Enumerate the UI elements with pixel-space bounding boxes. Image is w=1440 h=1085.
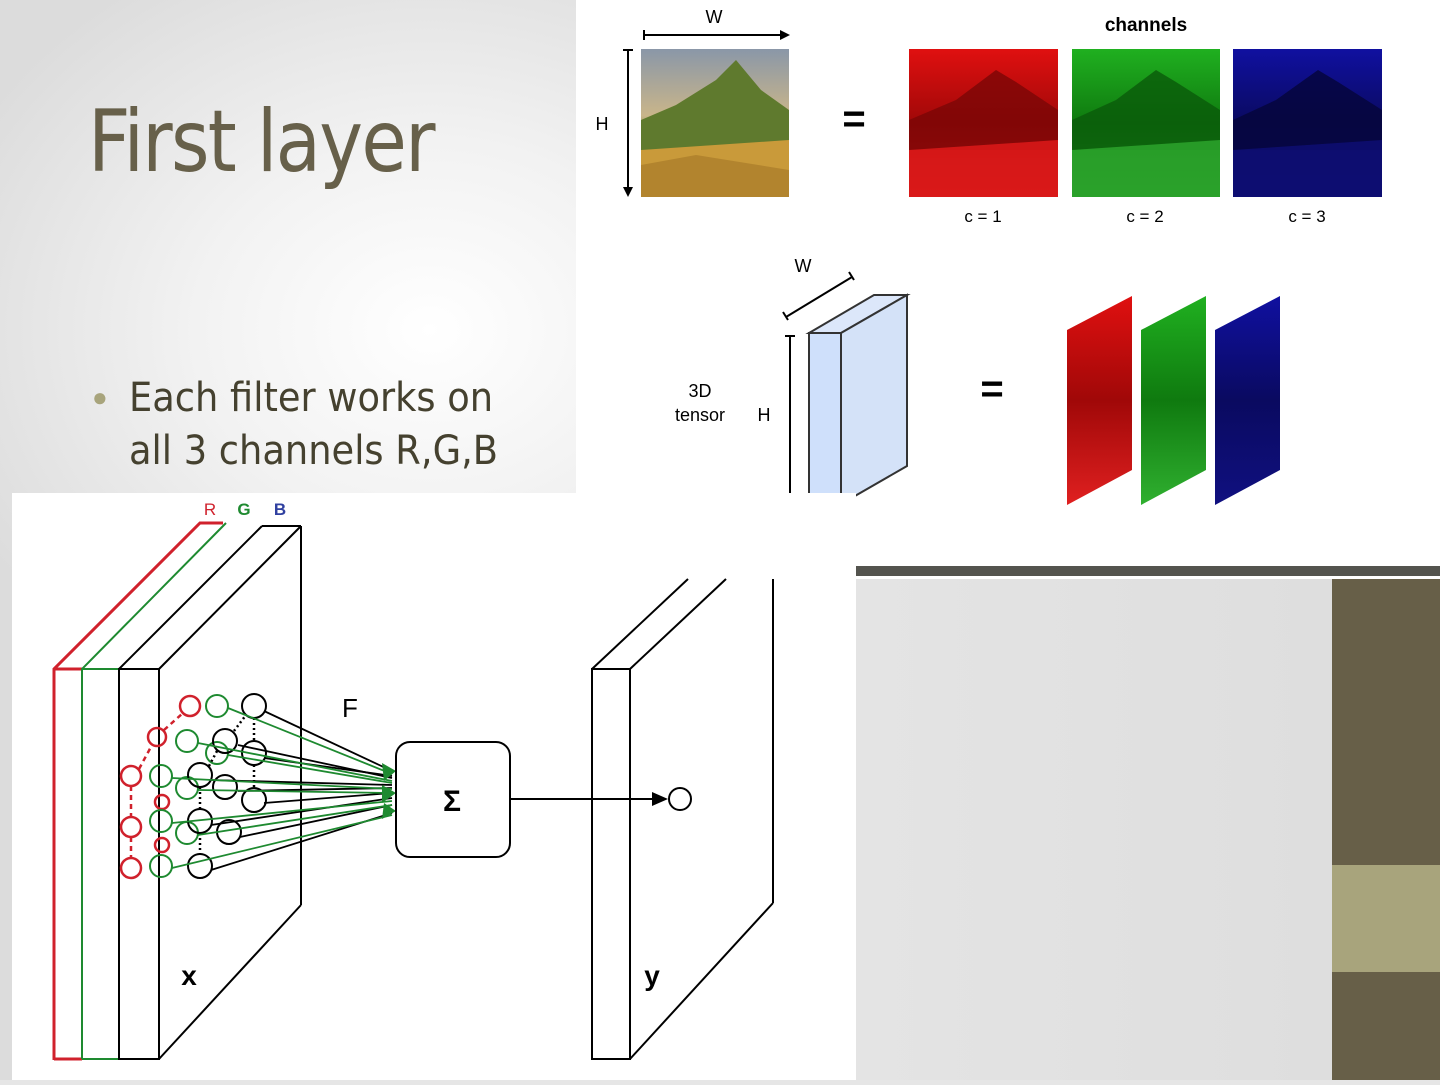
accent-bar-top: [1332, 579, 1440, 865]
channel-tag-b: B: [274, 500, 286, 519]
green-channel-slice: [1141, 296, 1206, 505]
tensor-label-line1: 3D: [688, 381, 711, 401]
slide-title: First layer: [88, 92, 436, 192]
blue-channel-slice: [1215, 296, 1280, 505]
output-neuron: [668, 787, 692, 811]
convolution-figure-svg: R G B: [52, 500, 774, 1061]
accent-bar-middle: [1332, 865, 1440, 972]
output-volume: [591, 578, 774, 1060]
sum-symbol: Σ: [443, 785, 461, 818]
filter-label: F: [342, 693, 358, 723]
channel-label-2: c = 2: [1126, 207, 1163, 226]
divider-bar: [576, 566, 1440, 576]
mountain-photo: [641, 49, 789, 197]
tensor-box: [805, 293, 911, 506]
tensor-height-label: H: [758, 405, 771, 425]
channel-tag-g: G: [237, 500, 250, 519]
divider-highlight: [576, 576, 1440, 579]
green-channel-image: [1072, 49, 1220, 197]
tensor-figure: W H = channels c = 1 c = 2 c = 3 W 3D te…: [576, 0, 1440, 566]
tensor-label-line2: tensor: [675, 405, 725, 425]
blue-channel-image: [1233, 49, 1382, 197]
bullet-text: Each filter works on all 3 channels R,G,…: [129, 375, 499, 474]
channels-label: channels: [1105, 15, 1187, 36]
input-label: x: [181, 960, 197, 991]
tensor-width-label: W: [795, 256, 812, 276]
channel-label-3: c = 3: [1288, 207, 1325, 226]
red-channel-image: [909, 49, 1058, 197]
convolution-figure: R G B: [12, 493, 856, 1080]
channel-tag-r: R: [204, 500, 216, 519]
tensor-figure-svg: W H = channels c = 1 c = 2 c = 3 W 3D te…: [596, 7, 1382, 561]
accent-bar-bottom: [1332, 972, 1440, 1080]
red-channel-slice: [1067, 296, 1132, 505]
equals-sign-top: =: [842, 97, 865, 141]
width-label: W: [706, 7, 723, 27]
blank-panel: [856, 579, 1332, 1080]
bullet-dot-icon: ●: [92, 382, 108, 412]
equals-sign-bottom: =: [980, 367, 1003, 411]
height-label: H: [596, 114, 609, 134]
filter-connections: [171, 707, 396, 871]
input-volume: [52, 521, 302, 1061]
output-label: y: [644, 960, 660, 991]
channel-label-1: c = 1: [964, 207, 1001, 226]
